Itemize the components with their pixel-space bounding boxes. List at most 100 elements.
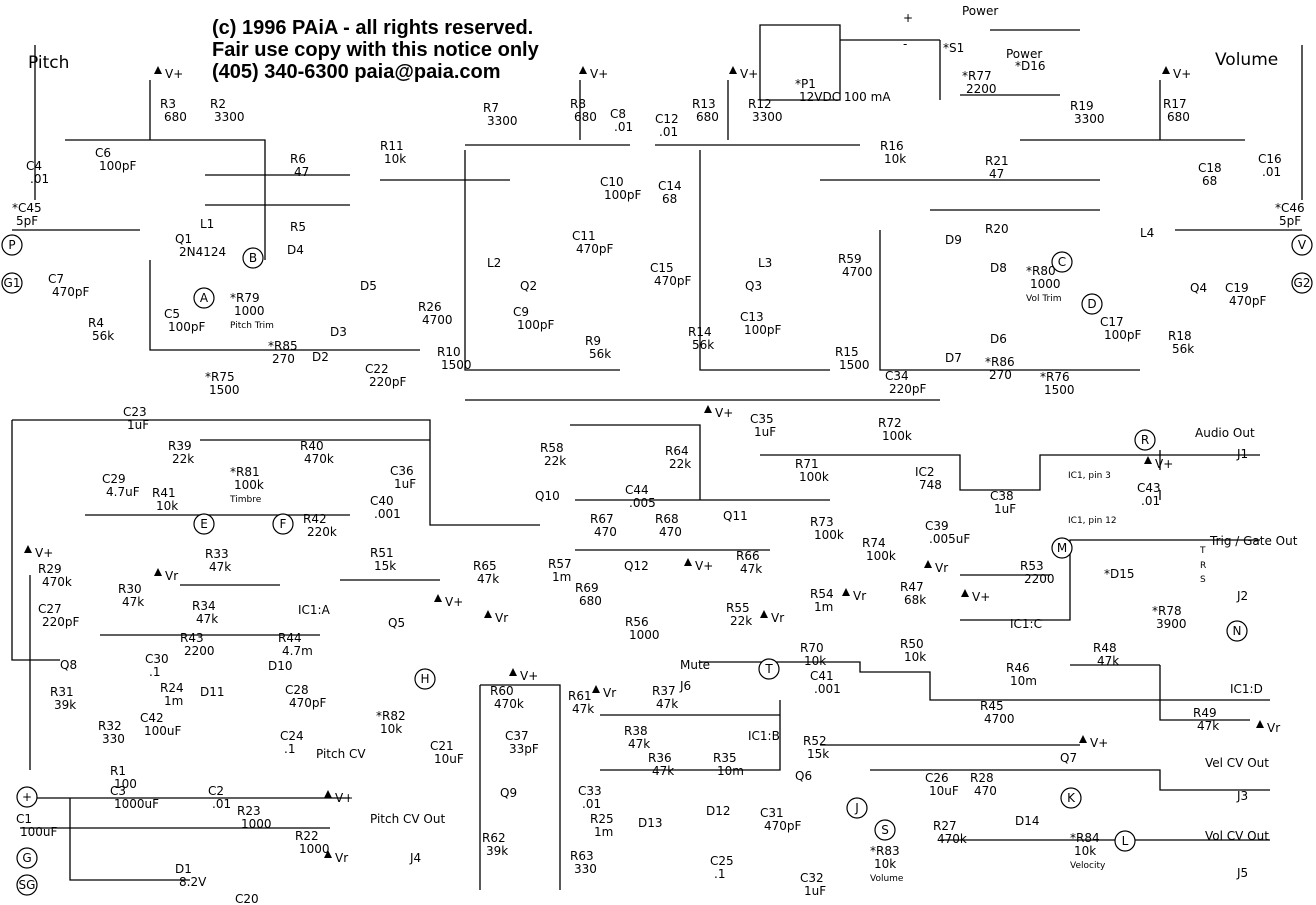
component-note: Vol Trim <box>1026 294 1061 304</box>
component-ref: R35 <box>713 751 737 765</box>
component-ref: L2 <box>487 256 501 270</box>
supply-arrow-icon <box>24 545 32 553</box>
component-value: 1000 <box>241 817 272 831</box>
component-value: .01 <box>1141 494 1160 508</box>
component-value: 220pF <box>889 382 927 396</box>
test-point-label: C <box>1058 255 1066 269</box>
component-value: 1500 <box>1044 383 1075 397</box>
test-point-p: P <box>1 234 23 256</box>
component-value: 2200 <box>184 644 215 658</box>
component-value: 1m <box>594 825 613 839</box>
component-c16: C16.01 <box>1258 152 1282 179</box>
component-ref: R3 <box>160 97 176 111</box>
component-value: 47k <box>652 764 674 778</box>
component-ref: Q8 <box>60 658 77 672</box>
component-ref: R63 <box>570 849 594 863</box>
supply-vplus: V+ <box>445 595 463 609</box>
component-ref: C6 <box>95 146 111 160</box>
component-ref: D10 <box>268 659 293 673</box>
component-c25: C25.1 <box>710 854 734 881</box>
component-value: 47k <box>656 697 678 711</box>
component-value: .01 <box>1262 165 1281 179</box>
component-ref: C27 <box>38 602 62 616</box>
power-plus: + <box>903 11 913 25</box>
test-point-n: N <box>1226 620 1248 642</box>
supply-arrow-icon <box>434 594 442 602</box>
component-value: 47k <box>122 595 144 609</box>
component-ref: C18 <box>1198 161 1222 175</box>
component-ref: C21 <box>430 739 454 753</box>
component-d7: D7 <box>945 351 962 365</box>
supply-arrow-icon <box>592 685 600 693</box>
component-value: 47 <box>989 167 1004 181</box>
component-ref: Q9 <box>500 786 517 800</box>
test-point-label: B <box>249 251 257 265</box>
power-led-label: Power <box>1006 47 1042 61</box>
component-r5: R5 <box>290 220 306 234</box>
jack-label: Mute <box>680 658 710 672</box>
component-d1: D18.2V <box>175 862 207 889</box>
component-ref: R31 <box>50 685 74 699</box>
supply-arrow-icon <box>154 66 162 74</box>
component-ref: IC1:D <box>1230 682 1263 696</box>
jack-ref: J2 <box>1236 589 1248 603</box>
component-ref: C44 <box>625 483 649 497</box>
component-ref: *P1 <box>795 77 816 91</box>
component-value: 1000uF <box>114 797 159 811</box>
component-value: 22k <box>730 614 752 628</box>
supply-arrow-icon <box>760 610 768 618</box>
component-ref: C28 <box>285 683 309 697</box>
test-point-label: N <box>1233 624 1242 638</box>
header-notice: (c) 1996 PAiA - all rights reserved. Fai… <box>212 17 540 83</box>
test-point-plus: + <box>16 786 38 808</box>
ic1-pin12-note: IC1, pin 12 <box>1068 516 1117 526</box>
test-point-label: L <box>1122 834 1129 848</box>
component-ref: C7 <box>48 272 64 286</box>
component-value: 1500 <box>839 358 870 372</box>
component-ref: R1 <box>110 764 126 778</box>
component-ref: R4 <box>88 316 104 330</box>
component-value: .01 <box>614 120 633 134</box>
component-value: 470pF <box>52 285 90 299</box>
component-value: 1uF <box>804 884 826 898</box>
volume-section-label: Volume <box>1215 50 1278 70</box>
component-ref: C25 <box>710 854 734 868</box>
supply-vr: Vr <box>603 686 616 700</box>
component-note: Timbre <box>229 495 262 505</box>
component-ref: R61 <box>568 689 592 703</box>
component-ref: C32 <box>800 871 824 885</box>
component-ref: R45 <box>980 699 1004 713</box>
component-ref: C14 <box>658 179 682 193</box>
test-point-f: F <box>272 513 294 535</box>
component-value: 330 <box>102 732 125 746</box>
component-value: 47k <box>1197 719 1219 733</box>
jack-ref: J3 <box>1236 789 1248 803</box>
component-value: 100pF <box>517 318 555 332</box>
component-value: .01 <box>212 797 231 811</box>
component-ref: *D16 <box>1015 59 1046 73</box>
component-ref: R60 <box>490 684 514 698</box>
component-ref: C30 <box>145 652 169 666</box>
component-value: .1 <box>284 742 295 756</box>
component-ref: D2 <box>312 350 329 364</box>
component-value: 100k <box>882 429 912 443</box>
